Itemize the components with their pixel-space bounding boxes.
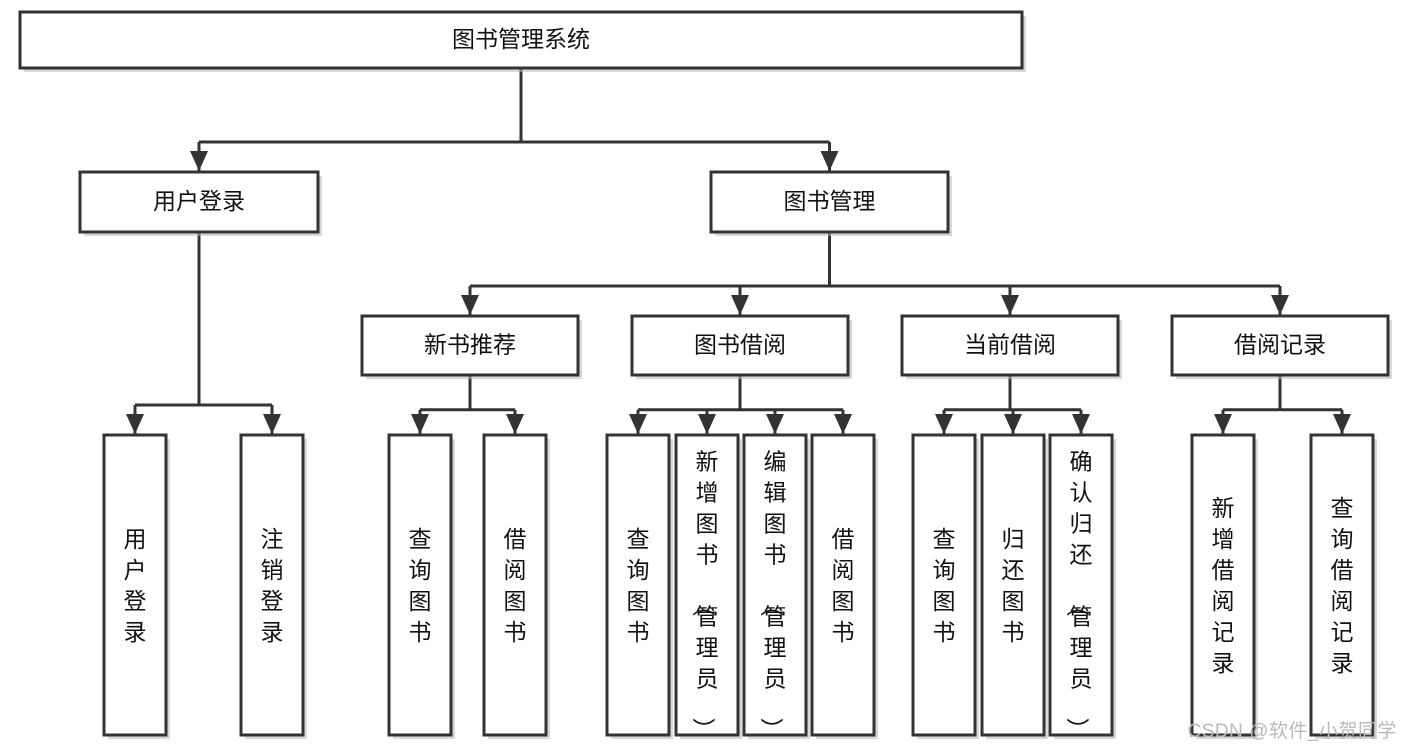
- arrow-head: [1004, 414, 1022, 434]
- node-box[interactable]: [239, 433, 305, 737]
- node-label: 查询图书: [627, 526, 650, 645]
- arrow-head: [411, 414, 429, 434]
- node-borrow-record[interactable]: 借阅记录: [1170, 314, 1392, 379]
- node-box[interactable]: [630, 314, 850, 377]
- node-box[interactable]: [360, 314, 580, 377]
- node-box[interactable]: [605, 433, 671, 737]
- node-leaf-user-logout[interactable]: 注销登录: [239, 433, 307, 739]
- node-box[interactable]: [18, 10, 1024, 70]
- node-leaf-confirm-return[interactable]: 确认归还（管理员）: [1048, 433, 1116, 741]
- node-label: 查询图书: [933, 526, 956, 645]
- arrow-head: [766, 414, 784, 434]
- arrow-head: [731, 295, 749, 315]
- node-book-borrow[interactable]: 图书借阅: [630, 314, 852, 379]
- node-box[interactable]: [1309, 433, 1375, 737]
- node-box[interactable]: [911, 433, 977, 737]
- arrow-head: [126, 414, 144, 434]
- arrow-head: [1072, 414, 1090, 434]
- node-leaf-borrow-book-rec[interactable]: 借阅图书: [482, 433, 550, 739]
- node-label: 图书借阅: [694, 332, 786, 358]
- node-leaf-add-record[interactable]: 新增借阅记录: [1190, 433, 1258, 739]
- node-label: 编辑图书（管理员）: [759, 449, 787, 741]
- node-label: 借阅图书: [832, 526, 855, 645]
- node-leaf-query-book-borrow[interactable]: 查询图书: [605, 433, 673, 739]
- arrow-head: [190, 151, 208, 171]
- node-label: 查询图书: [409, 526, 432, 645]
- node-label: 新书推荐: [424, 332, 516, 358]
- node-new-book-recommend[interactable]: 新书推荐: [360, 314, 582, 379]
- node-current-borrow[interactable]: 当前借阅: [900, 314, 1122, 379]
- node-leaf-borrow-book[interactable]: 借阅图书: [810, 433, 878, 739]
- node-leaf-add-book[interactable]: 新增图书（管理员）: [674, 433, 742, 741]
- node-leaf-edit-book[interactable]: 编辑图书（管理员）: [742, 433, 810, 741]
- node-label: 图书管理系统: [452, 26, 590, 52]
- node-box[interactable]: [1190, 433, 1256, 737]
- arrow-head: [698, 414, 716, 434]
- connector-group: [411, 375, 524, 434]
- node-label: 新增借阅记录: [1212, 495, 1235, 676]
- node-root[interactable]: 图书管理系统: [18, 10, 1026, 72]
- node-box[interactable]: [387, 433, 453, 737]
- node-label: 查询借阅记录: [1331, 495, 1354, 676]
- arrow-head: [935, 414, 953, 434]
- node-label: 图书管理: [784, 188, 876, 214]
- node-label: 借阅图书: [504, 526, 527, 645]
- arrow-head: [1001, 295, 1019, 315]
- node-box[interactable]: [482, 433, 548, 737]
- node-label: 新增图书（管理员）: [691, 449, 719, 741]
- edge-layer: [126, 68, 1351, 434]
- node-box[interactable]: [810, 433, 876, 737]
- node-book-management[interactable]: 图书管理: [709, 170, 952, 236]
- node-leaf-query-record[interactable]: 查询借阅记录: [1309, 433, 1377, 739]
- arrow-head: [820, 151, 839, 171]
- node-box[interactable]: [674, 433, 740, 737]
- node-label: 用户登录: [124, 526, 147, 645]
- node-label: 归还图书: [1002, 526, 1025, 645]
- connector-group: [935, 375, 1090, 434]
- node-box[interactable]: [709, 170, 950, 234]
- node-leaf-query-book-rec[interactable]: 查询图书: [387, 433, 455, 739]
- node-box[interactable]: [78, 170, 320, 234]
- node-box[interactable]: [1048, 433, 1114, 737]
- node-box[interactable]: [1170, 314, 1390, 377]
- node-user-login[interactable]: 用户登录: [78, 170, 322, 236]
- arrow-head: [263, 414, 281, 434]
- arrow-head: [1214, 414, 1232, 434]
- connector-group: [190, 68, 839, 171]
- connector-group: [629, 375, 852, 434]
- node-leaf-query-book-cur[interactable]: 查询图书: [911, 433, 979, 739]
- connector-group: [461, 232, 1289, 315]
- node-box[interactable]: [900, 314, 1120, 377]
- node-label: 注销登录: [261, 526, 284, 645]
- arrow-head: [834, 414, 852, 434]
- arrow-head: [1271, 295, 1289, 315]
- node-box[interactable]: [102, 433, 168, 737]
- node-label: 当前借阅: [964, 332, 1056, 358]
- node-leaf-return-book[interactable]: 归还图书: [980, 433, 1048, 739]
- node-label: 借阅记录: [1234, 332, 1326, 358]
- connector-group: [1214, 375, 1351, 434]
- node-box[interactable]: [742, 433, 808, 737]
- node-box[interactable]: [980, 433, 1046, 737]
- arrow-head: [1333, 414, 1351, 434]
- arrow-head: [461, 295, 479, 315]
- arrow-head: [506, 414, 524, 434]
- connector-group: [126, 232, 281, 434]
- node-label: 用户登录: [153, 188, 245, 214]
- node-label: 确认归还（管理员）: [1065, 449, 1093, 741]
- node-leaf-user-login[interactable]: 用户登录: [102, 433, 170, 739]
- node-layer: 图书管理系统用户登录图书管理新书推荐图书借阅当前借阅借阅记录用户登录注销登录查询…: [18, 10, 1392, 741]
- arrow-head: [629, 414, 647, 434]
